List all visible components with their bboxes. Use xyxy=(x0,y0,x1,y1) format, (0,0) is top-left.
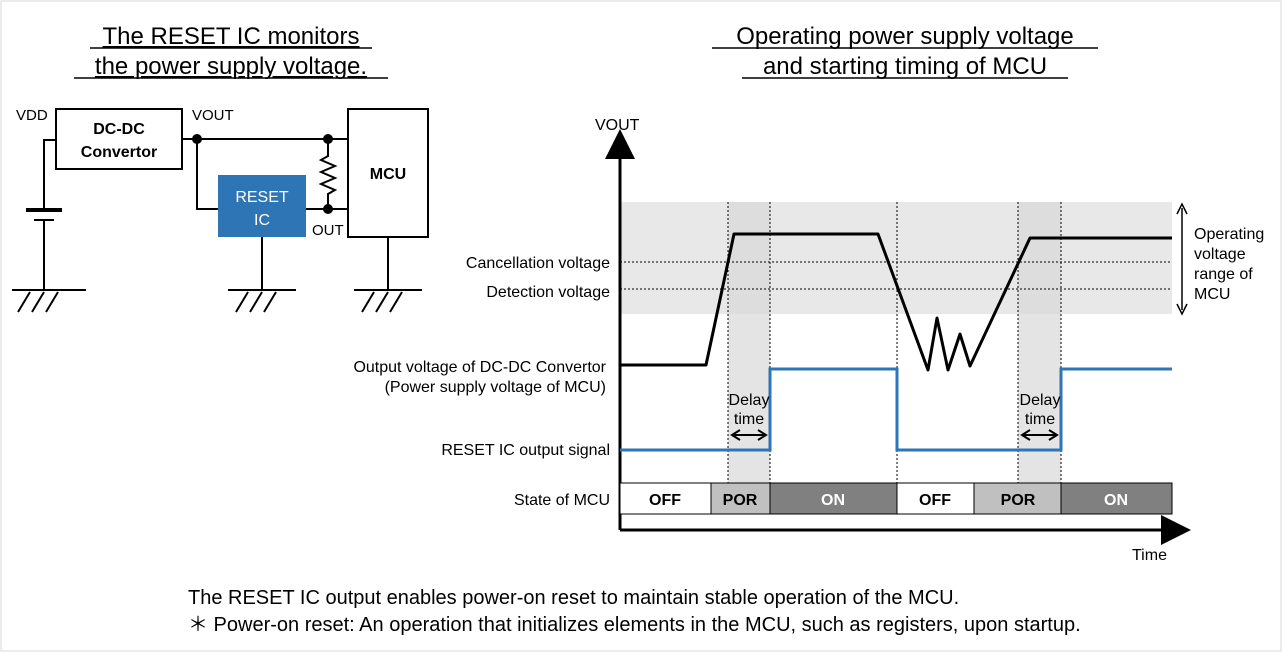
state-text-por-1: POR xyxy=(723,492,758,509)
y-axis-label: VOUT xyxy=(595,117,640,134)
reset-signal-waveform xyxy=(620,367,1172,452)
dcdc-label-line1: DC-DC xyxy=(93,121,145,138)
state-text-por-2: POR xyxy=(1001,492,1036,509)
dcdc-output-label-line2: (Power supply voltage of MCU) xyxy=(385,379,606,396)
left-title-line1: The RESET IC monitors xyxy=(103,23,360,50)
footer-line1: The RESET IC output enables power-on res… xyxy=(188,587,959,609)
delay-time-2-line2: time xyxy=(1025,411,1055,428)
footer-line2: ＊ Power-on reset: An operation that init… xyxy=(188,614,1081,636)
state-cell-off-2 xyxy=(896,482,975,515)
por-highlight-2 xyxy=(1018,202,1061,514)
state-text-off-1: OFF xyxy=(649,492,681,509)
delay-time-1-line2: time xyxy=(734,411,764,428)
state-row: OFF POR ON OFF POR ON xyxy=(619,482,1173,515)
reset-ic-label-line2: IC xyxy=(254,212,270,229)
delay-time-1-line1: Delay xyxy=(729,392,770,409)
state-cell-por-2 xyxy=(973,482,1062,515)
vdd-label: VDD xyxy=(16,107,48,124)
mcu-label: MCU xyxy=(370,166,406,183)
circuit-diagram: VDD VOUT DC-DC Convertor RESET IC xyxy=(12,107,429,313)
operating-range-arrow-up xyxy=(1176,202,1188,215)
reset-ic-label-line1: RESET xyxy=(235,189,289,206)
ground-symbol-1 xyxy=(12,289,86,313)
operating-range-label-line1: Operating xyxy=(1194,226,1264,243)
ground-symbol-2 xyxy=(228,289,296,313)
state-of-mcu-label: State of MCU xyxy=(514,492,610,509)
out-label: OUT xyxy=(312,222,344,239)
state-cell-por-1 xyxy=(710,482,771,515)
detection-voltage-label: Detection voltage xyxy=(486,284,610,301)
state-text-off-2: OFF xyxy=(919,492,951,509)
operating-range-label-line2: voltage xyxy=(1194,246,1246,263)
dcdc-convertor-block xyxy=(55,108,183,170)
dcdc-output-label-line1: Output voltage of DC-DC Convertor xyxy=(353,359,606,376)
dcdc-label-line2: Convertor xyxy=(81,144,157,161)
por-highlight-1 xyxy=(728,202,770,514)
reset-signal-label: RESET IC output signal xyxy=(441,442,610,459)
vdd-wire xyxy=(43,139,56,208)
vout-label: VOUT xyxy=(192,107,234,124)
cancellation-voltage-label: Cancellation voltage xyxy=(466,255,610,272)
delay-time-2-arrow xyxy=(1020,429,1059,441)
dcdc-output-waveform xyxy=(620,232,1172,372)
state-text-on-1: ON xyxy=(821,492,845,509)
delay-time-1-arrow xyxy=(730,429,768,441)
pullup-resistor xyxy=(318,139,338,209)
right-title-line1: Operating power supply voltage xyxy=(736,23,1074,50)
operating-range-label-line3: range of xyxy=(1194,266,1253,283)
state-text-on-2: ON xyxy=(1104,492,1128,509)
mcu-block xyxy=(347,108,429,238)
x-axis-label: Time xyxy=(1132,547,1167,564)
operating-range-label-line4: MCU xyxy=(1194,286,1230,303)
state-cell-on-2 xyxy=(1060,482,1173,515)
delay-time-2-line1: Delay xyxy=(1020,392,1061,409)
ground-symbol-3 xyxy=(354,289,422,313)
reset-ic-block xyxy=(218,175,306,237)
timing-diagram: VOUT Time Cancellation voltage Detection… xyxy=(353,117,1264,564)
left-title-line2: the power supply voltage. xyxy=(95,53,367,80)
right-title-line2: and starting timing of MCU xyxy=(763,53,1047,80)
operating-voltage-band xyxy=(620,202,1172,314)
operating-range-arrow-down xyxy=(1176,303,1188,316)
reset-ic-vdd-wire xyxy=(196,139,218,210)
